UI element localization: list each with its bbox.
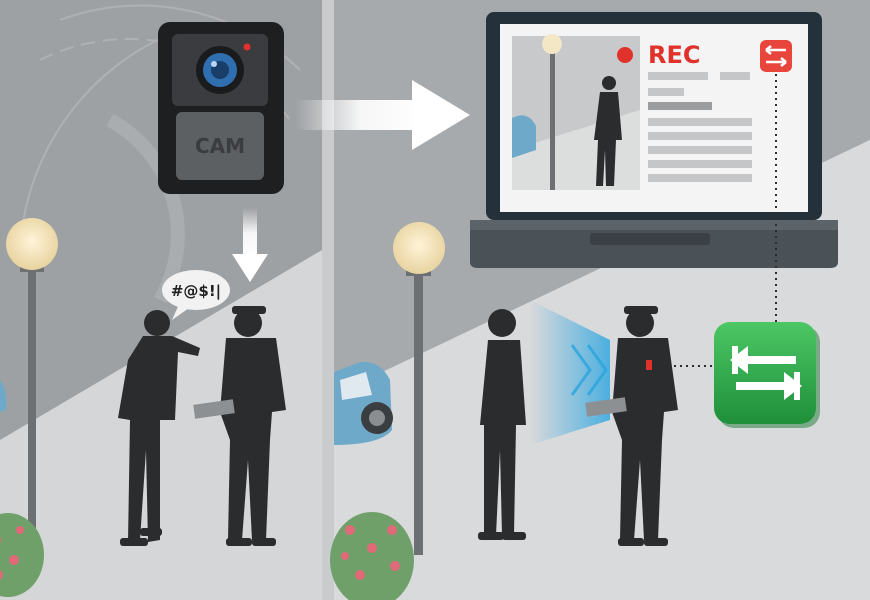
video-preview — [512, 34, 640, 190]
speech-text: #@$!| — [171, 282, 221, 301]
flower-bush-right — [330, 512, 414, 600]
arrow-down-icon — [232, 208, 268, 282]
angry-man — [118, 310, 200, 546]
body-camera-icon: CAM — [158, 22, 284, 194]
sync-arrows-icon-small — [760, 40, 792, 72]
officer-right — [585, 306, 678, 546]
record-dot-icon — [617, 47, 633, 63]
worn-camera-indicator — [646, 360, 652, 370]
street-lamp-right — [393, 222, 445, 555]
laptop: REC — [470, 12, 838, 268]
beam-chevrons — [570, 344, 608, 396]
panel-divider — [322, 0, 334, 600]
rec-label: REC — [648, 41, 701, 69]
flower-bush — [0, 513, 44, 597]
civilian-right — [478, 309, 526, 540]
officer-left — [193, 306, 286, 546]
speech-bubble: #@$!| — [162, 270, 230, 320]
street-lamp — [6, 218, 58, 550]
sync-arrows-icon — [714, 322, 820, 428]
screen-text-lines — [648, 72, 752, 182]
camera-label: CAM — [195, 134, 245, 158]
arrow-right-icon — [296, 80, 470, 150]
parked-car — [334, 361, 393, 445]
record-dot-icon — [243, 43, 251, 51]
